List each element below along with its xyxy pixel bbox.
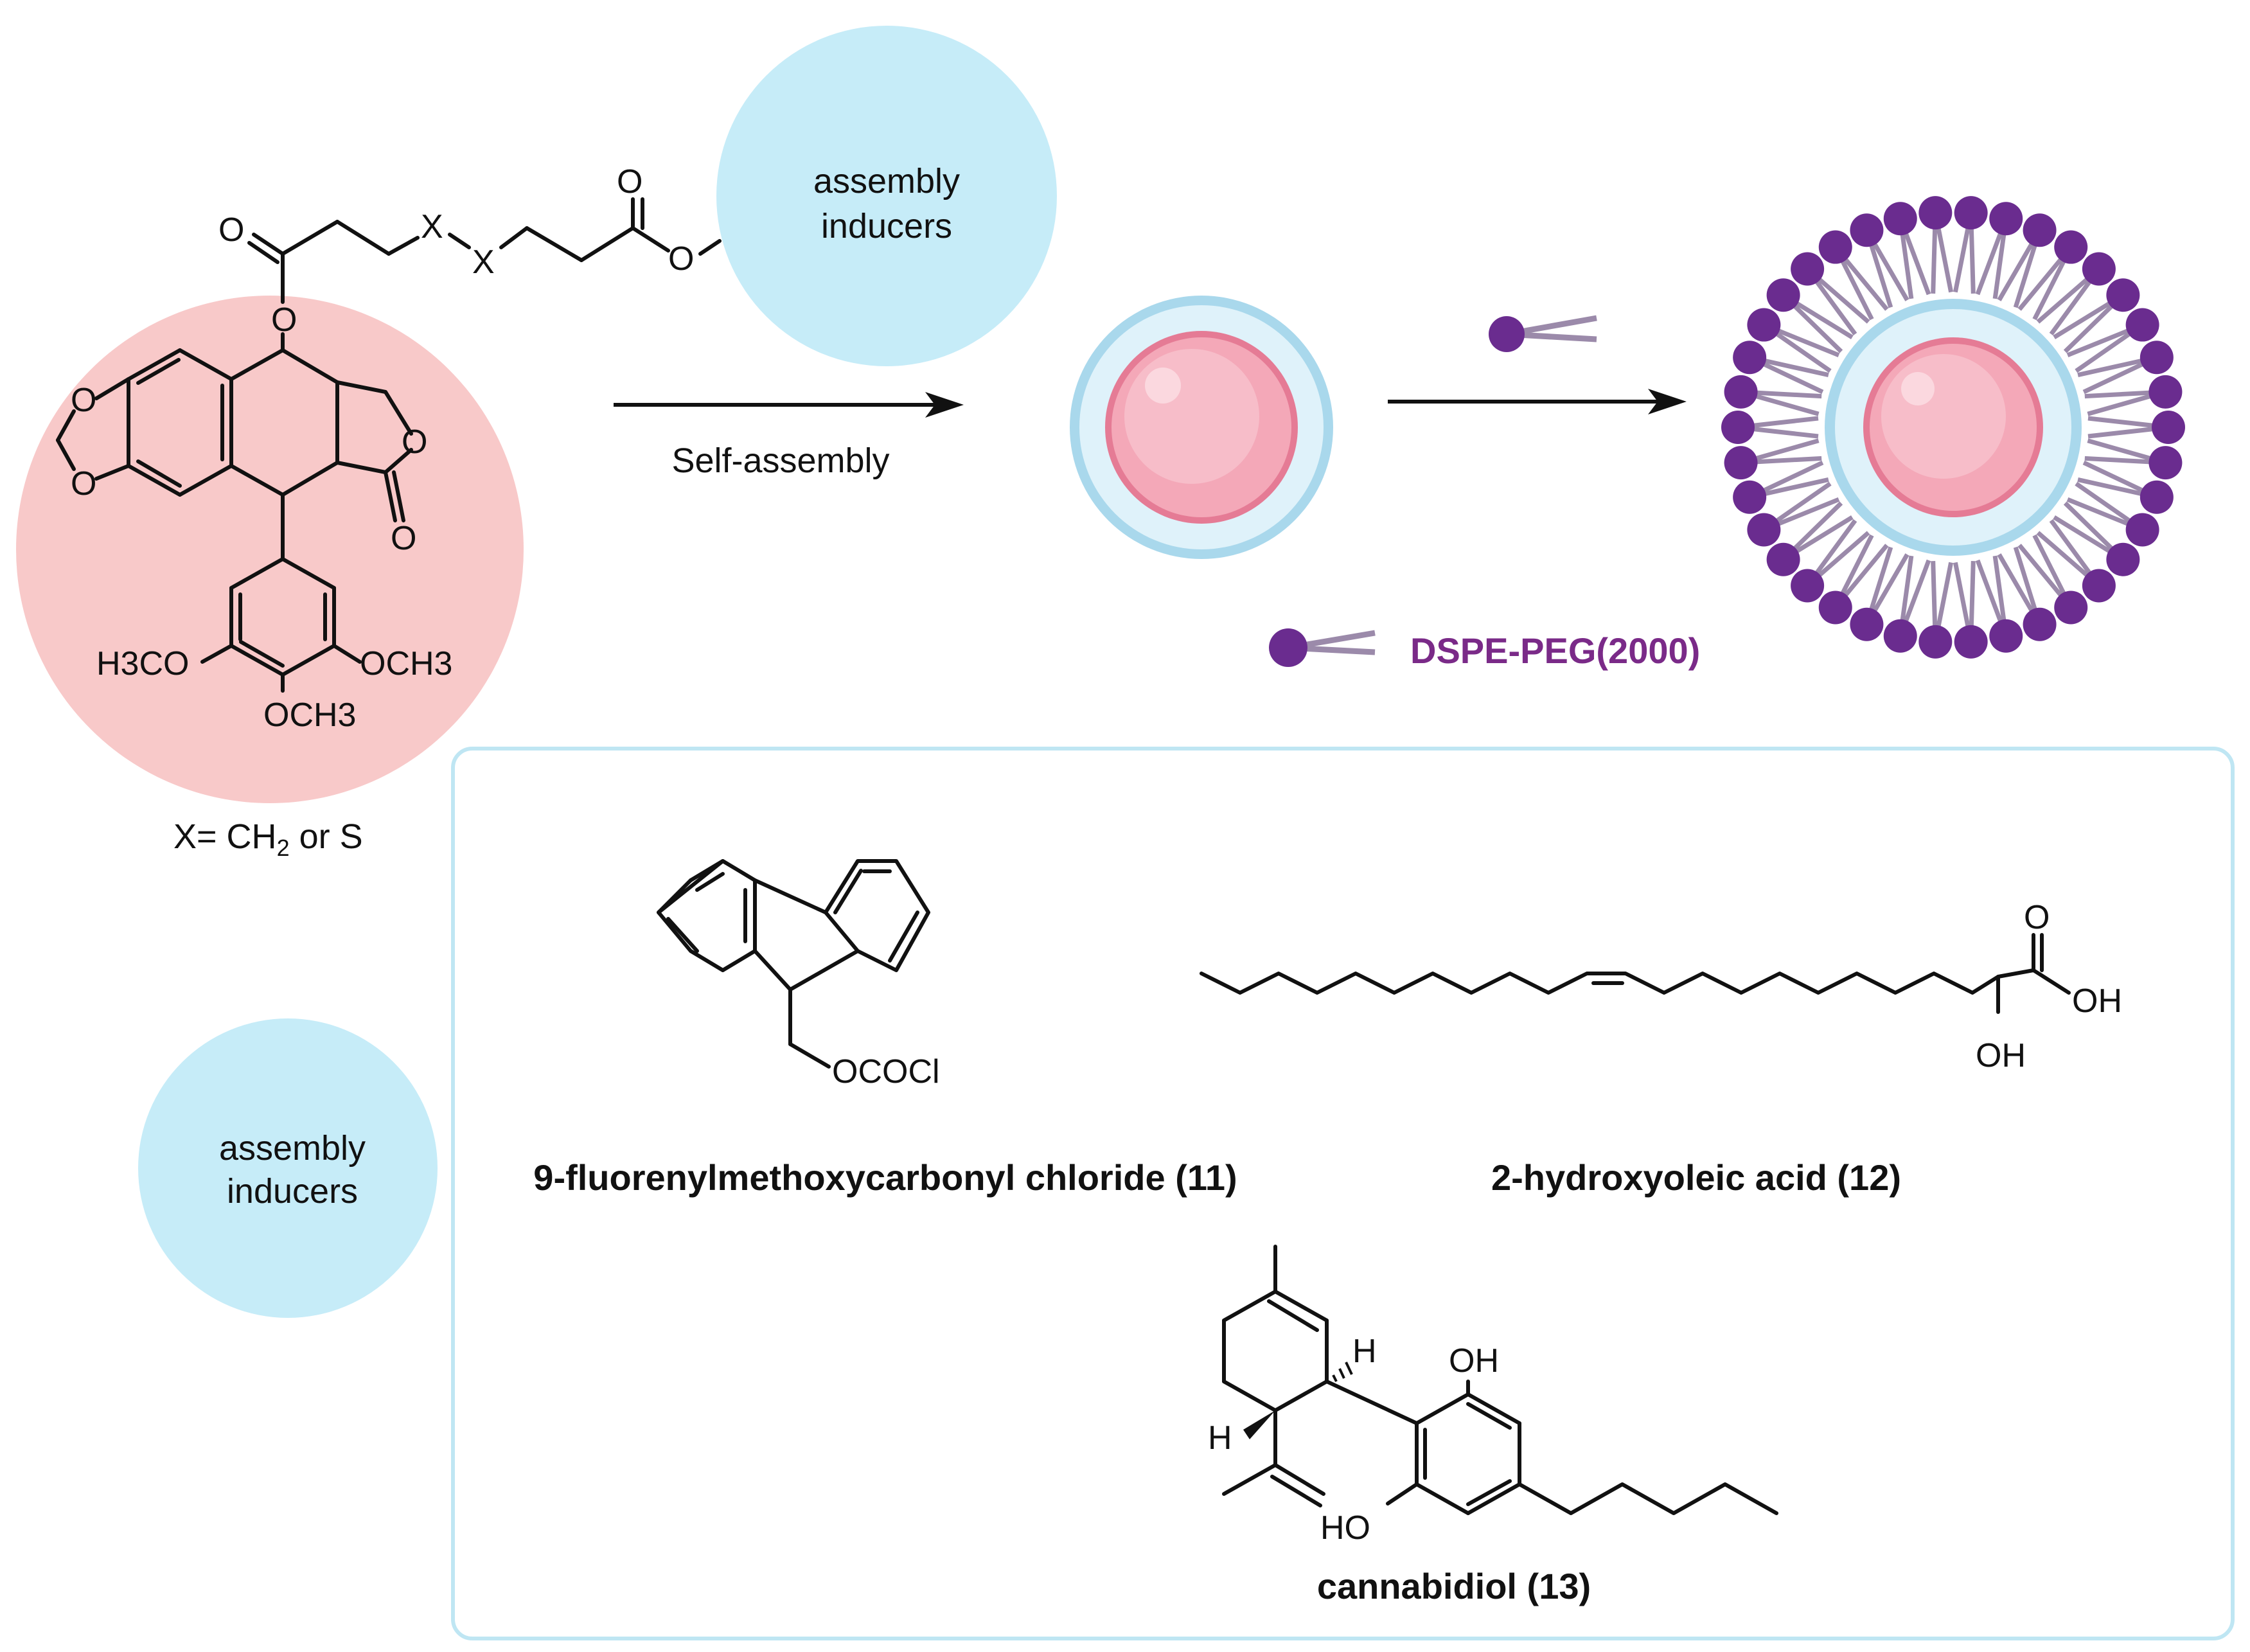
self-assembly-label: Self-assembly: [671, 441, 889, 480]
atom-o-dioxole-top: O: [71, 382, 96, 419]
lipid-head: [2106, 278, 2140, 312]
nanoparticle-core: [1070, 296, 1333, 559]
lipid-head: [1850, 213, 1884, 247]
lipid-head: [2106, 542, 2140, 576]
pegylation-arrow: [1388, 389, 1687, 414]
podophyllotoxin-core: [56, 332, 413, 693]
hydroxyoleic-oh-alpha-label: OH: [1976, 1037, 2026, 1074]
lipid-head: [2152, 411, 2185, 444]
inducer-top-circle: [716, 26, 1057, 366]
linker-chain: [247, 197, 722, 304]
cannabidiol-name: cannabidiol (13): [1317, 1566, 1591, 1606]
cannabidiol-ho-bottom-label: HO: [1320, 1509, 1370, 1547]
hydroxyoleic-name: 2-hydroxyoleic acid (12): [1491, 1157, 1901, 1198]
atom-o-carbonyl-right: O: [617, 163, 642, 200]
inducer-left: assembly inducers: [138, 1018, 438, 1318]
cannabidiol-oh-top-label: OH: [1449, 1342, 1499, 1380]
lipid-head: [2148, 375, 2183, 409]
lipid-head: [1883, 202, 1917, 236]
dspe-peg-legend: DSPE-PEG(2000): [1269, 628, 1700, 671]
prodrug-highlight-circle: [16, 296, 524, 803]
hydroxyoleic-oh-acid-label: OH: [2072, 982, 2122, 1020]
methoxy-right-label: OCH3: [360, 645, 452, 682]
lipid-head: [2054, 230, 2088, 264]
lipid-head: [2125, 308, 2159, 342]
fmoc-structure: [657, 859, 930, 1069]
cannabidiol-wedge-bond: [1243, 1410, 1275, 1439]
inducer-left-line2: inducers: [227, 1172, 358, 1211]
lipid-head: [1818, 230, 1852, 264]
inducer-top-line1: assembly: [813, 162, 960, 200]
atom-o-carbonyl-left: O: [218, 211, 244, 249]
lipid-head: [1918, 625, 1953, 659]
x-definition-label: X= CH2 or S: [173, 817, 363, 861]
lipid-head: [1850, 607, 1884, 641]
self-assembly-arrow: [614, 392, 964, 418]
cannabidiol-hash-bond: [1332, 1362, 1353, 1382]
lipid-head: [1954, 196, 1988, 230]
lipid-head: [1883, 619, 1917, 653]
lipid-head: [1918, 196, 1953, 230]
hydroxyoleic-structure: [1200, 933, 2071, 1014]
lipid-head: [1818, 591, 1852, 625]
pegylated-nanoparticle: [1721, 196, 2185, 659]
atom-o-lactone-ring: O: [402, 423, 427, 461]
lipid-head: [2148, 446, 2183, 480]
lipid-head: [2054, 591, 2088, 625]
lipid-shell: [1721, 196, 2185, 659]
lipid-head: [2125, 513, 2159, 547]
dspe-peg-head-icon: [1269, 628, 1307, 667]
lipid-head: [1721, 411, 1755, 444]
lipid-head: [1989, 202, 2023, 236]
inducer-top-line2: inducers: [821, 207, 952, 245]
inducer-left-line1: assembly: [219, 1129, 366, 1168]
methoxy-left-label: H3CO: [96, 645, 189, 682]
dspe-peg-label: DSPE-PEG(2000): [1410, 630, 1700, 671]
lipid-head: [1733, 480, 1767, 514]
lipid-head: [2023, 607, 2057, 641]
lipid-head: [2139, 480, 2174, 514]
lipid-head: [1747, 308, 1781, 342]
atom-o-lactone-carbonyl: O: [391, 520, 416, 557]
cannabidiol-h-lower: H: [1208, 1419, 1232, 1457]
lipid-icon-over-arrow: [1489, 315, 1597, 352]
lipid-head: [2082, 569, 2116, 603]
lipid-head: [1747, 513, 1781, 547]
lipid-head: [1733, 341, 1767, 375]
lipid-head: [2023, 213, 2057, 247]
lipid-head: [1791, 569, 1825, 603]
atom-o-dioxole-bottom: O: [71, 465, 96, 502]
inducer-compounds-box: [451, 747, 2235, 1640]
hydroxyoleic-o-label: O: [2024, 899, 2050, 936]
prodrug-structure: O X X O O O: [16, 163, 722, 861]
lipid-head: [1791, 252, 1825, 286]
cannabidiol-h-upper: H: [1352, 1333, 1377, 1370]
atom-o-ester-left: O: [271, 301, 297, 339]
lipid-head: [2139, 341, 2174, 375]
lipid-head: [1766, 542, 1800, 576]
atom-x-1: X: [421, 208, 443, 245]
fmoc-name: 9-fluorenylmethoxycarbonyl chloride (11): [533, 1157, 1237, 1198]
cannabidiol-structure: [1222, 1245, 1778, 1515]
inducer-left-circle: [138, 1018, 438, 1318]
lipid-head: [2082, 252, 2116, 286]
atom-x-2: X: [472, 244, 495, 281]
fmoc-group-label: OCOCl: [832, 1053, 940, 1090]
lipid-head: [1954, 625, 1988, 659]
lipid-head: [1724, 446, 1758, 480]
lipid-head: [1989, 619, 2023, 653]
lipid-head: [1724, 375, 1758, 409]
lipid-head: [1766, 278, 1800, 312]
atom-o-ester-right: O: [668, 240, 694, 278]
methoxy-bottom-label: OCH3: [263, 697, 356, 734]
inducer-top: assembly inducers: [716, 26, 1057, 366]
